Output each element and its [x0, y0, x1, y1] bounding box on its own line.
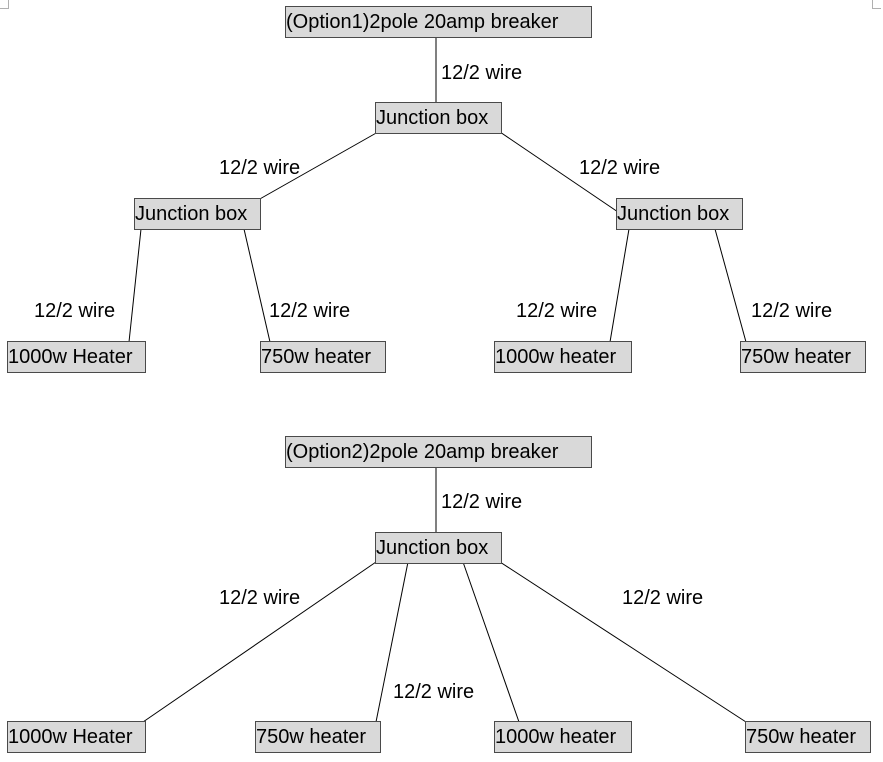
option1-left-junction-box: Junction box	[134, 198, 261, 230]
option1-heater-750w-left: 750w heater	[260, 341, 386, 373]
wire-junction2-to-heater-1	[142, 561, 377, 723]
wire-left-junction-to-heater-2	[243, 228, 271, 343]
option2-heater-1000w-1: 1000w Heater	[7, 721, 146, 753]
option2-breaker-box: (Option2)2pole 20amp breaker	[285, 436, 592, 468]
option2-heater-750w-2: 750w heater	[745, 721, 871, 753]
wire-left-junction-to-heater-1	[128, 228, 142, 343]
option1-heater-1000w-left: 1000w Heater	[7, 341, 146, 373]
option2-main-junction-box: Junction box	[375, 532, 502, 564]
option1-heater-750w-right: 750w heater	[740, 341, 866, 373]
option1-wire-label-heater-4: 12/2 wire	[751, 300, 833, 322]
wire-right-junction-to-heater-3	[609, 228, 630, 343]
option2-wire-label-left: 12/2 wire	[219, 587, 301, 609]
page-corner-mark-left	[0, 0, 9, 9]
option1-wire-label-heater-1: 12/2 wire	[34, 300, 116, 322]
wire-right-junction-to-heater-4	[714, 228, 747, 343]
wire-junction-to-right-junction	[499, 131, 619, 213]
option1-wire-label-right-branch: 12/2 wire	[579, 157, 661, 179]
option1-breaker-box: (Option1)2pole 20amp breaker	[285, 6, 592, 38]
wire-junction-to-left-junction	[257, 131, 379, 201]
option1-heater-1000w-right: 1000w heater	[494, 341, 632, 373]
option1-wire-label-heater-3: 12/2 wire	[516, 300, 598, 322]
option2-wire-label-breaker: 12/2 wire	[441, 491, 523, 513]
option1-wire-label-left-branch: 12/2 wire	[219, 157, 301, 179]
option1-right-junction-box: Junction box	[616, 198, 743, 230]
option2-wire-label-middle: 12/2 wire	[393, 681, 475, 703]
wire-junction2-to-heater-3	[462, 561, 520, 723]
option2-wire-label-right: 12/2 wire	[622, 587, 704, 609]
option1-wire-label-breaker: 12/2 wire	[441, 62, 523, 84]
option1-main-junction-box: Junction box	[375, 102, 502, 134]
page-corner-mark-right	[872, 0, 881, 9]
option2-heater-750w-1: 750w heater	[255, 721, 381, 753]
wire-junction2-to-heater-4	[499, 561, 747, 723]
wire-junction2-to-heater-2	[375, 561, 409, 723]
option2-heater-1000w-2: 1000w heater	[494, 721, 632, 753]
option1-wire-label-heater-2: 12/2 wire	[269, 300, 351, 322]
